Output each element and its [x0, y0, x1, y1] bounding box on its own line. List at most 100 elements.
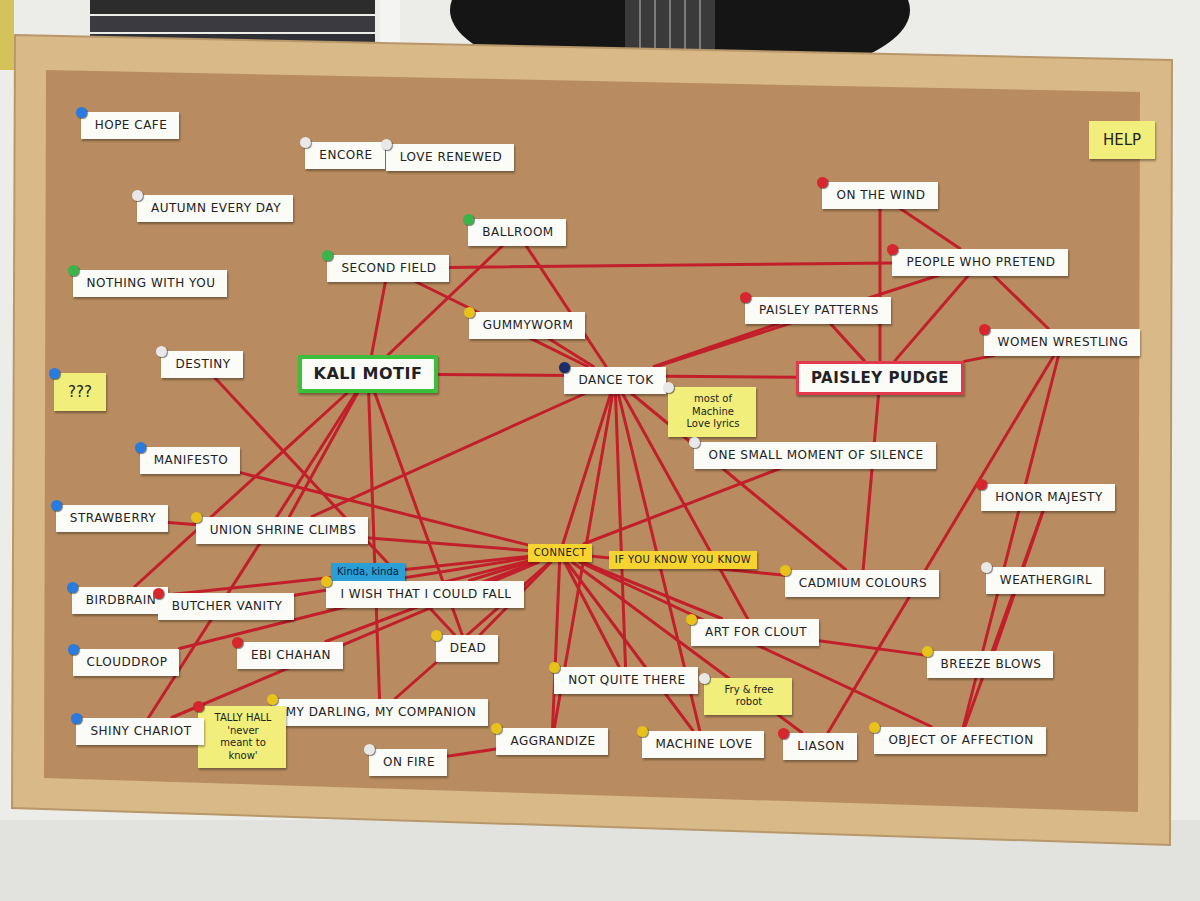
song-card: ON THE WIND — [822, 182, 937, 209]
card-text: ON THE WIND — [836, 188, 925, 203]
yarn-connector — [828, 356, 1054, 733]
yarn-connector — [172, 562, 538, 717]
push-pin — [686, 614, 697, 625]
push-pin — [232, 637, 243, 648]
card-text: DANCE TOK — [578, 373, 653, 388]
card-text: OBJECT OF AFFECTION — [888, 733, 1033, 748]
push-pin — [491, 723, 502, 734]
card-text: WEATHERGIRL — [1000, 573, 1092, 588]
song-card: EBI CHAHAN — [237, 642, 343, 669]
song-card: BALLROOM — [468, 219, 565, 246]
yarn-connector — [168, 522, 527, 550]
sticky-note: Fry & free robot — [704, 678, 792, 715]
card-text: BUTCHER VANITY — [172, 599, 283, 614]
card-text: ART FOR CLOUT — [705, 625, 807, 640]
song-card: PEOPLE WHO PRETEND — [892, 249, 1067, 276]
yarn-connector — [878, 209, 881, 361]
card-text: LOVE RENEWED — [400, 150, 502, 165]
push-pin — [68, 265, 79, 276]
push-pin — [976, 479, 987, 490]
push-pin — [740, 292, 751, 303]
push-pin — [51, 500, 62, 511]
yarn-connector — [372, 282, 386, 356]
song-card: CADMIUM COLOURS — [785, 570, 939, 597]
yarn-connector — [469, 562, 529, 580]
card-text: UNION SHRINE CLIMBS — [210, 523, 357, 538]
yarn-connector — [895, 276, 968, 361]
song-card: CLOUDDROP — [73, 649, 180, 676]
card-text: MY DARLING, MY COMPANION — [286, 705, 477, 720]
push-pin — [193, 701, 204, 712]
yarn-connector — [964, 356, 994, 362]
sticky-note: most of Machine Love lyrics — [668, 387, 756, 437]
song-card: WOMEN WRESTLING — [984, 329, 1141, 356]
push-pin — [267, 694, 278, 705]
yarn-connector — [449, 263, 893, 267]
note-label: Kinda, kinda — [331, 563, 405, 582]
song-card: OBJECT OF AFFECTION — [874, 727, 1045, 754]
song-card: DEAD — [436, 635, 498, 662]
song-card: WEATHERGIRL — [986, 567, 1104, 594]
push-pin — [981, 562, 992, 573]
card-text: SECOND FIELD — [341, 261, 436, 276]
card-text: BREEZE BLOWS — [941, 657, 1042, 672]
yarn-connector — [149, 393, 356, 718]
card-text: PEOPLE WHO PRETEND — [906, 255, 1055, 270]
push-pin — [464, 307, 475, 318]
card-text: ??? — [68, 383, 92, 402]
sticky-note: ??? — [54, 373, 106, 412]
push-pin — [300, 137, 311, 148]
yarn-connector — [657, 276, 938, 367]
yarn-connector — [584, 469, 780, 544]
push-pin — [381, 139, 392, 150]
song-card: HOPE CAFE — [81, 112, 180, 139]
hub-label: CONNECT — [528, 544, 593, 563]
card-text: AGGRANDIZE — [510, 734, 595, 749]
push-pin — [364, 744, 375, 755]
card-text: I WISH THAT I COULD FALL — [340, 587, 511, 602]
song-card: NOTHING WITH YOU — [73, 270, 228, 297]
yarn-connector — [994, 276, 1048, 329]
card-text: HELP — [1103, 131, 1141, 150]
push-pin — [153, 588, 164, 599]
push-pin — [778, 728, 789, 739]
song-card: DESTINY — [161, 351, 242, 378]
yarn-connector — [567, 562, 693, 730]
dvd-spine — [90, 0, 375, 14]
card-text: CADMIUM COLOURS — [799, 576, 927, 591]
yarn-connector — [631, 394, 845, 570]
dvd-spine — [90, 16, 375, 32]
song-card: HONOR MAJESTY — [981, 484, 1115, 511]
song-card: ON FIRE — [369, 749, 447, 776]
push-pin — [637, 726, 648, 737]
push-pin — [817, 177, 828, 188]
hub-card: PAISLEY PUDGE — [796, 361, 964, 396]
card-text: NOTHING WITH YOU — [87, 276, 216, 291]
push-pin — [922, 646, 933, 657]
yarn-connector — [549, 339, 594, 367]
push-pin — [67, 582, 78, 593]
card-text: Kinda, kinda — [337, 566, 399, 579]
push-pin — [322, 250, 333, 261]
push-pin — [979, 324, 990, 335]
song-card: MANIFESTO — [140, 447, 240, 474]
push-pin — [135, 442, 146, 453]
song-card: SHINY CHARIOT — [76, 718, 203, 745]
push-pin — [699, 673, 710, 684]
note-label: IF YOU KNOW YOU KNOW — [609, 551, 758, 570]
yarn-connector — [572, 562, 801, 732]
push-pin — [431, 630, 442, 641]
toy — [0, 0, 14, 70]
song-card: AGGRANDIZE — [496, 728, 607, 755]
card-text: BIRDBRAIN — [86, 593, 157, 608]
sticky-note: HELP — [1089, 121, 1155, 160]
yarn-connector — [580, 562, 931, 726]
card-text: PAISLEY PUDGE — [811, 369, 949, 388]
card-text: HOPE CAFE — [95, 118, 168, 133]
push-pin — [49, 368, 60, 379]
card-text: MACHINE LOVE — [656, 737, 753, 752]
song-card: NOT QUITE THERE — [554, 667, 697, 694]
cork-board — [44, 70, 1140, 812]
